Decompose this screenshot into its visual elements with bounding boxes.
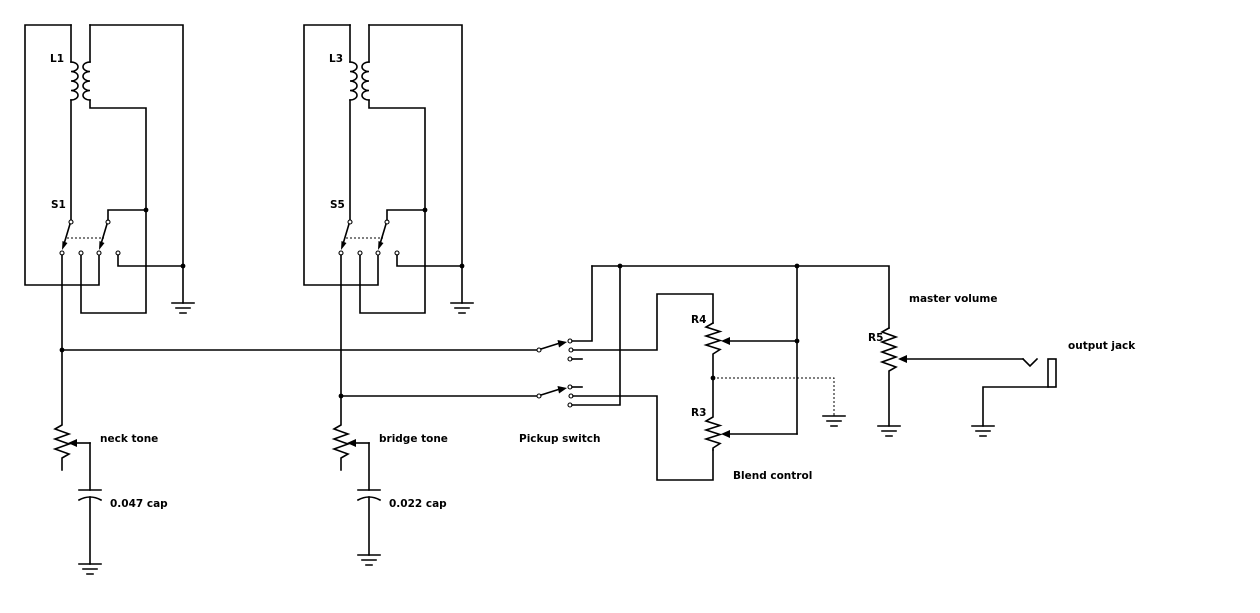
label-bridge-cap: 0.022 cap	[389, 498, 447, 510]
ground-7-icon	[971, 425, 995, 437]
label-master-volume: master volume	[909, 293, 997, 305]
label-s1: S1	[51, 199, 66, 211]
neck-tone-pot: neck tone	[52, 349, 158, 471]
ground-3-icon	[78, 563, 102, 575]
master-volume-pot-r5: master volume R5	[868, 293, 1024, 427]
pickup-l3: L3	[303, 24, 463, 314]
label-bridge-tone: bridge tone	[379, 433, 448, 445]
label-r4: R4	[691, 314, 706, 326]
label-r5: R5	[868, 332, 883, 344]
bridge-tone-pot: bridge tone	[331, 395, 448, 471]
ground-5-icon	[822, 414, 846, 427]
label-r3: R3	[691, 407, 706, 419]
label-output-jack: output jack	[1068, 340, 1136, 352]
ground-2-icon	[450, 265, 474, 314]
neck-capacitor-icon: 0.047 cap	[77, 442, 168, 565]
ground-4-icon	[357, 554, 381, 566]
label-blend-control: Blend control	[733, 470, 812, 482]
ground-6-icon	[877, 425, 901, 437]
label-l3: L3	[329, 53, 343, 65]
ground-1-icon	[171, 265, 195, 314]
switch-s1: S1	[51, 199, 184, 267]
pickup-l1: L1	[24, 24, 184, 314]
coil-l3-icon	[349, 61, 370, 101]
pickup-switch: Pickup switch	[519, 265, 714, 481]
output-jack-icon: output jack	[982, 340, 1136, 427]
blend-pot-r4: R4	[691, 314, 800, 379]
label-neck-cap: 0.047 cap	[110, 498, 168, 510]
label-l1: L1	[50, 53, 64, 65]
label-pickup-switch: Pickup switch	[519, 433, 600, 445]
bridge-capacitor-icon: 0.022 cap	[356, 442, 447, 556]
label-neck-tone: neck tone	[100, 433, 158, 445]
switch-s5: S5	[330, 199, 463, 267]
coil-l1-icon	[70, 61, 91, 101]
blend-pot-r3: R3	[691, 377, 798, 451]
label-s5: S5	[330, 199, 345, 211]
